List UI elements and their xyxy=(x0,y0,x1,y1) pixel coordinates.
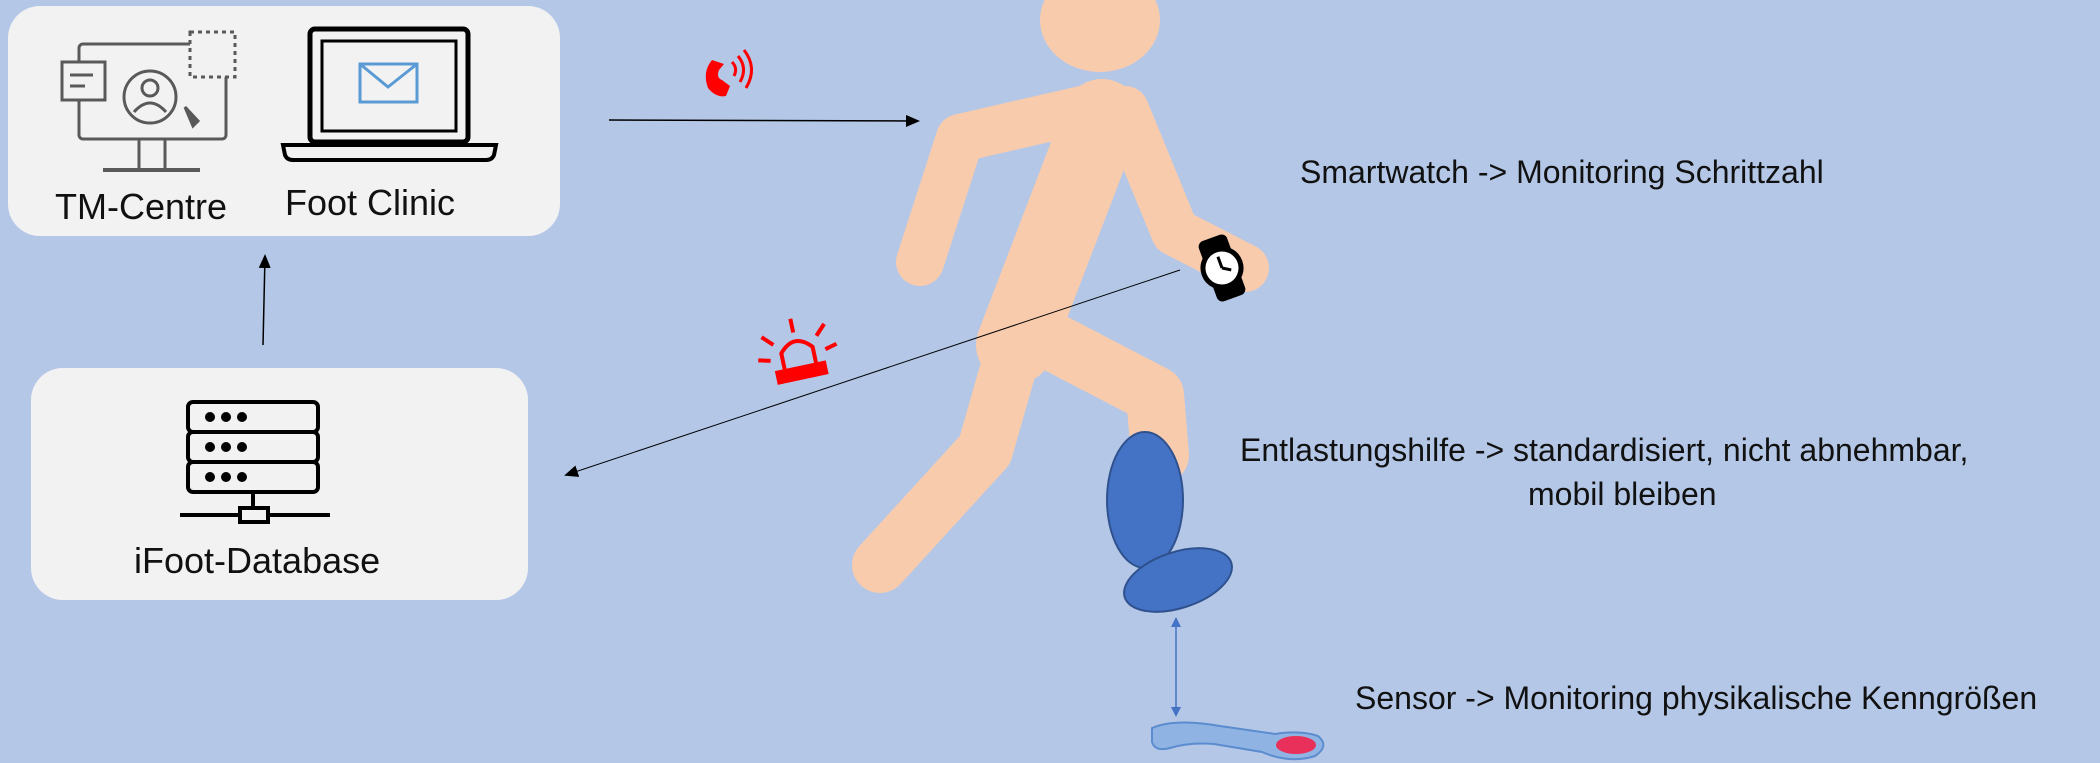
tm-centre-label: TM-Centre xyxy=(55,186,227,228)
smartwatch-annotation: Smartwatch -> Monitoring Schrittzahl xyxy=(1300,154,1824,191)
foot-clinic-label: Foot Clinic xyxy=(285,182,455,224)
laptop-mail-icon xyxy=(283,29,496,160)
relief-boot-icon xyxy=(1107,432,1240,624)
arrow-clinic-to-patient xyxy=(609,120,918,121)
relief-annotation-line1: Entlastungshilfe -> standardisiert, nich… xyxy=(1240,432,1968,469)
alarm-siren-icon xyxy=(751,310,842,385)
monitor-user-icon xyxy=(62,32,235,170)
arrow-database-to-centre xyxy=(263,256,265,345)
database-label: iFoot-Database xyxy=(134,540,380,582)
server-database-icon xyxy=(180,402,330,522)
relief-annotation-line2: mobil bleiben xyxy=(1528,476,1717,513)
walking-person-icon xyxy=(880,0,1245,565)
insole-sensor-icon xyxy=(1152,722,1323,759)
phone-ringing-icon xyxy=(706,50,752,96)
sensor-annotation: Sensor -> Monitoring physikalische Kenng… xyxy=(1355,680,2037,717)
